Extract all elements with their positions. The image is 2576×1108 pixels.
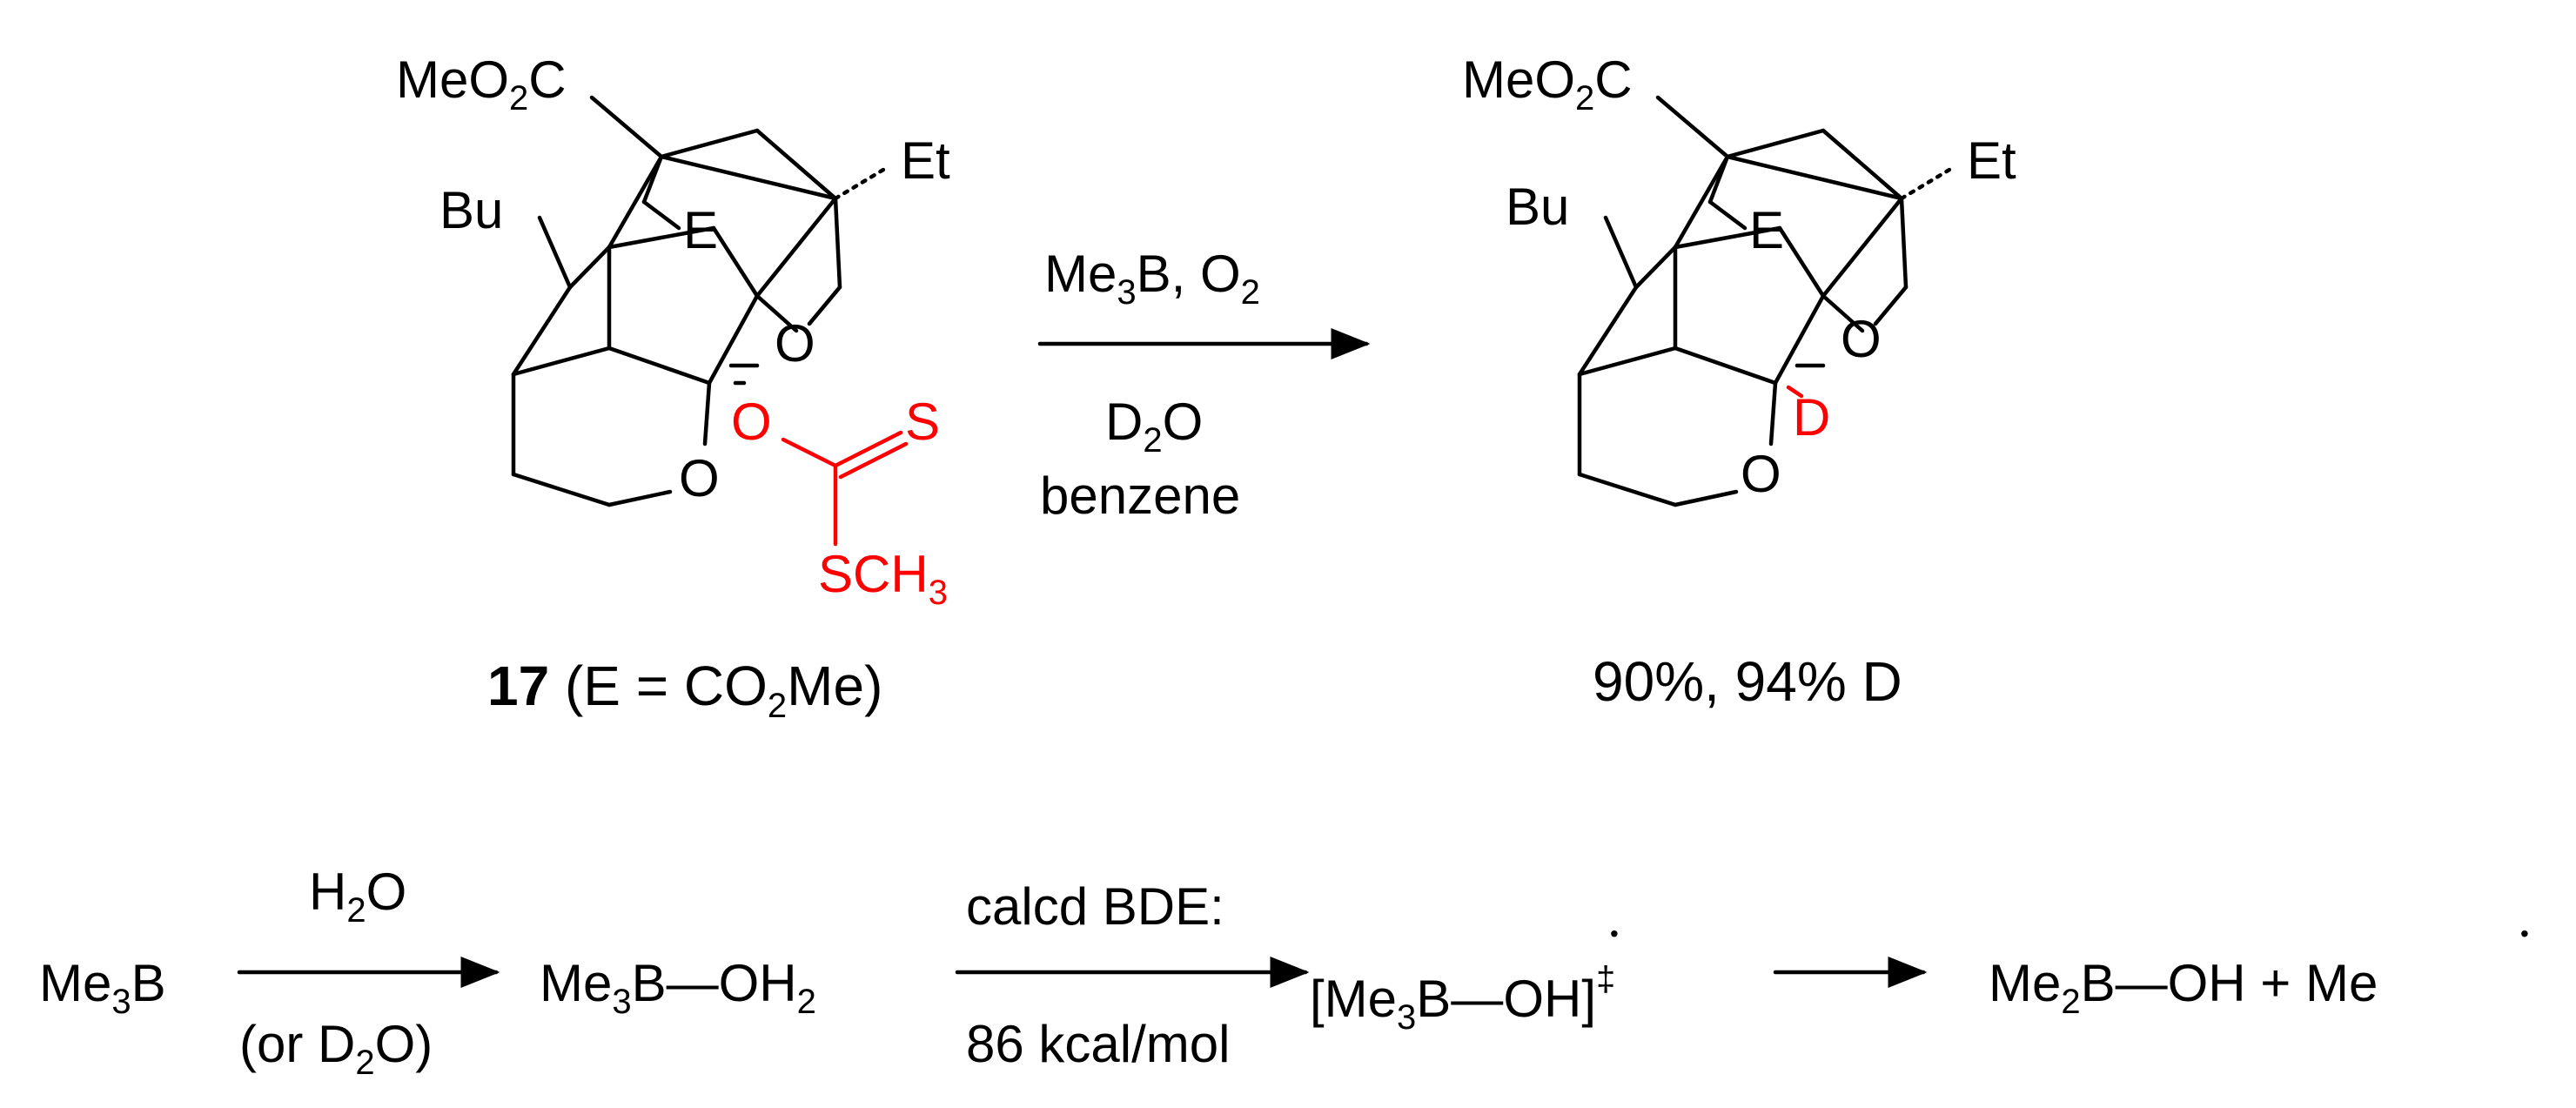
- hydroxyl-radical-dot: •: [1610, 920, 1619, 947]
- mechanism-step2-bde: 86 kcal/mol: [966, 1015, 1230, 1073]
- additive-label: D2O: [1105, 393, 1203, 460]
- methyl-radical-dot: •: [2520, 920, 2529, 947]
- reactant-structure: MeO2C Bu Et E O O O S SCH3 17 (E = CO2Me…: [396, 50, 950, 725]
- mechanism-row: Me3B H2O (or D2O) Me3B—OH2 calcd BDE: 86…: [39, 863, 2529, 1082]
- xanthate-bonds: [781, 430, 909, 547]
- solvent-label: benzene: [1040, 467, 1240, 525]
- xanthate-sch3-label: SCH3: [818, 545, 948, 612]
- product-ester-label: MeO2C: [1462, 50, 1633, 118]
- mechanism-step1-reagent: H2O: [309, 863, 406, 930]
- product-ring-oxygen: O: [1841, 310, 1882, 368]
- reactant-butyl-label: Bu: [439, 181, 503, 239]
- mechanism-step1-alternative: (or D2O): [239, 1015, 433, 1082]
- me3b-start: Me3B: [39, 954, 166, 1021]
- transition-state: [Me3B—OH]‡: [1310, 960, 1615, 1037]
- reagent-label: Me3B, O2: [1044, 245, 1260, 312]
- final-products: Me2B—OH + Me: [1989, 954, 2378, 1021]
- reactant-ring-oxygen-lower: O: [679, 449, 720, 507]
- product-structure: MeO2C Bu Et E O O D 90%, 94% D: [1462, 50, 2016, 713]
- product-e-group-label: E: [1749, 201, 1784, 259]
- main-reaction-arrow: Me3B, O2 D2O benzene: [1037, 245, 1371, 525]
- reactant-ring-oxygen: O: [775, 314, 815, 373]
- product-ring-oxygen-lower: O: [1741, 445, 1781, 503]
- xanthate-sulfur-label: S: [905, 393, 940, 451]
- reactant-e-group-label: E: [683, 201, 718, 259]
- product-butyl-label: Bu: [1506, 178, 1569, 236]
- reactant-ester-label: MeO2C: [396, 50, 567, 118]
- deuterium-label: D: [1793, 388, 1830, 447]
- compound-17-caption: 17 (E = CO2Me): [487, 655, 882, 725]
- product-yield-caption: 90%, 94% D: [1593, 650, 1902, 713]
- reactant-skeleton: [511, 95, 890, 507]
- xanthate-oxygen-label: O: [731, 393, 772, 451]
- reactant-ethyl-label: Et: [901, 131, 950, 190]
- mechanism-step2-note: calcd BDE:: [966, 877, 1224, 936]
- product-ethyl-label: Et: [1967, 131, 2016, 190]
- product-skeleton: [1577, 95, 1956, 507]
- me3b-water-complex: Me3B—OH2: [540, 954, 816, 1021]
